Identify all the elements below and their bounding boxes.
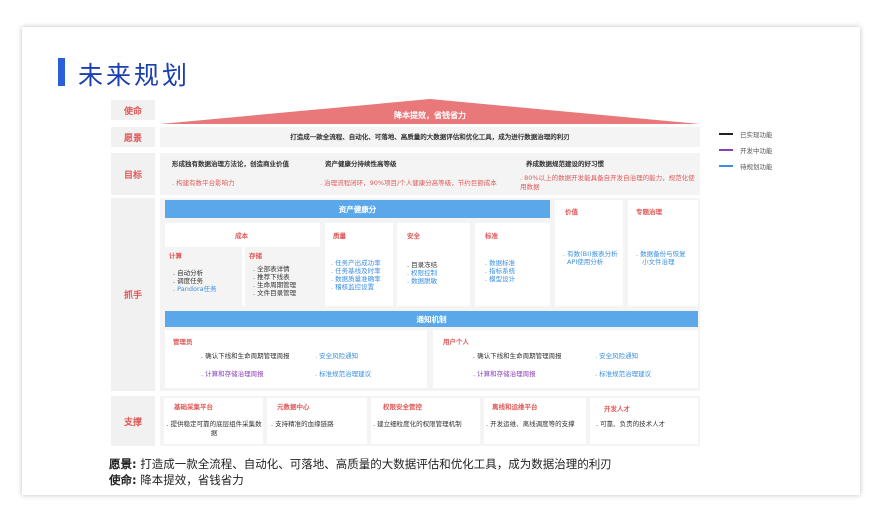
label-support: 支撑 [111,396,155,446]
security-item-3: . 数据脱敏 [407,277,438,285]
compute-item-1: . 自动分析 [173,269,204,277]
support-card-3: 权限安全管控 . 建立细粒度化的权限管理机制 [371,398,480,444]
topic-item-2: 小文件治理 [642,258,675,266]
notify-user-panel: 用户个人 . 确认下线和生命周期管理周报 . 安全风险通知 . 计算和存储治理周… [433,330,698,388]
quality-item-3: . 数据质量准确率 [331,275,381,283]
page-title: 未来规划 [78,61,191,90]
support-card-1: 基础采集平台 . 提供稳定可靠的底层组件采集数据 [164,398,263,444]
support-card-2: 元数据中心 . 支持精准的血缘链路 [267,398,367,444]
storage-item-4: . 文件目录管理 [253,289,297,297]
footer-vision-text: 打造成一款全流程、自动化、可落地、高质量的大数据评估和优化工具，成为数据治理的利… [140,457,612,471]
quality-item-4: . 稽核监控设置 [331,283,375,291]
notify-user-row2-right: . 标准规范治理建议 [595,370,652,378]
value-item-1: . 有数(BI)报表分析 [563,250,618,258]
notify-admin-title: 管理员 [173,338,193,346]
label-vision: 愿景 [111,127,155,147]
goal-1-title: 形成独有数据治理方法论，创造商业价值 [172,160,289,168]
storage-item-3: . 生命周期管理 [253,281,297,289]
legend-dev: 开发中功能 [740,147,773,155]
support-card-5: 开发人才 . 可靠、负责的技术人才 [590,398,698,444]
label-mission: 使命 [111,100,155,120]
quality-title: 质量 [333,232,346,240]
cost-title: 成本 [235,232,248,240]
quality-item-1: . 任务产出成功率 [331,259,381,267]
notify-bar: 通知机制 [165,311,698,327]
legend-done: 已实现功能 [740,131,773,139]
support-3-title: 权限安全管控 [383,403,422,411]
legend-plan: 待规划功能 [740,163,773,171]
mission-banner-text: 降本提效，省钱省力 [394,111,466,120]
storage-box: 存储 . 全部表详情 . 推荐下线表 . 生命周期管理 . 文件目录管理 [245,247,320,306]
compute-title: 计算 [169,252,182,260]
goal-1-bullet: . 构建有数平台影响力 [172,179,235,187]
topic-item-1: . 数据备份与恢复 [636,250,686,258]
quality-item-2: . 任务基线及时率 [331,267,381,275]
standard-item-2: . 指标系统 [485,267,516,275]
goal-3-title: 养成数据规范建设的好习惯 [526,160,604,168]
quality-panel: 质量 . 任务产出成功率 . 任务基线及时率 . 数据质量准确率 . 稽核监控设… [325,223,393,306]
support-1-title: 基础采集平台 [174,403,213,411]
value-panel: 价值 . 有数(BI)报表分析 API使用分析 [555,200,623,306]
legend-line-dev [719,149,733,151]
asset-health-bar: 资产健康分 [165,200,550,218]
standard-panel: 标准 . 数据标准 . 指标系统 . 模型设计 [475,223,550,306]
vision-box: 打造成一款全流程、自动化、可落地、高质量的大数据评估和优化工具，成为进行数据治理… [160,127,700,147]
legend-line-done [719,133,733,135]
notify-admin-row2-right: . 标准规范治理建议 [315,370,372,378]
footer-mission-label: 使命: [109,473,137,487]
support-3-desc: . 建立细粒度化的权限管理机制 [373,420,462,428]
footer-mission-text: 降本提效，省钱省力 [140,473,244,487]
storage-item-1: . 全部表详情 [253,265,290,273]
goal-3-bullet: . 80%以上的数据开发能具备自开发自治理的能力，规范化使用数据 [520,174,695,191]
support-1-desc: . 提供稳定可靠的底层组件采集数据 [166,420,262,437]
goal-2-bullet: . 治理流程闭环，90%项目/个人健康分高等级，节约巨额成本 [320,179,497,187]
security-title: 安全 [407,232,420,240]
value-title: 价值 [565,208,578,216]
support-5-title: 开发人才 [604,405,630,413]
standard-item-1: . 数据标准 [485,259,516,267]
topic-panel: 专题治理 . 数据备份与恢复 小文件治理 [628,200,698,306]
value-item-2: API使用分析 [567,258,604,266]
support-4-desc: . 开发运维、离线调度等的支撑 [486,420,575,428]
support-5-desc: . 可靠、负责的技术人才 [596,420,666,428]
security-item-2: . 权限控制 [407,269,438,277]
standard-item-3: . 模型设计 [485,275,516,283]
goals-box: 形成独有数据治理方法论，创造商业价值 . 构建有数平台影响力 资产健康分持续性高… [160,153,700,195]
notify-admin-row1-left: . 确认下线和生命周期管理周报 [201,352,290,360]
notify-user-row1-right: . 安全风险通知 [595,352,639,360]
notify-user-title: 用户个人 [443,338,469,346]
vision-text: 打造成一款全流程、自动化、可落地、高质量的大数据评估和优化工具，成为进行数据治理… [290,132,570,141]
security-item-1: . 目录冻结 [407,261,438,269]
footer-vision-label: 愿景: [109,457,137,471]
support-card-4: 离线和运维平台 . 开发运维、离线调度等的支撑 [484,398,586,444]
mission-banner [160,99,700,124]
topic-title: 专题治理 [636,208,662,216]
compute-box: 计算 . 自动分析 . 调度任务 . Pandora任务 [165,247,242,306]
title-accent-bar [58,58,65,86]
security-panel: 安全 . 目录冻结 . 权限控制 . 数据脱敏 [397,223,470,306]
label-grip: 抓手 [111,198,155,391]
notify-admin-row2-left: . 计算和存储治理周报 [201,370,264,378]
notify-user-row2-left: . 计算和存储治理周报 [473,370,536,378]
notify-admin-row1-right: . 安全风险通知 [315,352,359,360]
label-goal: 目标 [111,153,155,195]
footer-mission: 使命: 降本提效，省钱省力 [109,472,244,488]
notify-admin-panel: 管理员 . 确认下线和生命周期管理周报 . 安全风险通知 . 计算和存储治理周报… [165,330,427,388]
goal-2-title: 资产健康分持续性高等级 [325,160,397,168]
compute-item-3: . Pandora任务 [173,285,217,293]
notify-user-row1-left: . 确认下线和生命周期管理周报 [473,352,562,360]
footer-vision: 愿景: 打造成一款全流程、自动化、可落地、高质量的大数据评估和优化工具，成为数据… [109,456,612,472]
standard-title: 标准 [485,232,498,240]
legend-line-plan [719,165,733,167]
storage-item-2: . 推荐下线表 [253,273,290,281]
support-2-title: 元数据中心 [277,403,310,411]
storage-title: 存储 [249,252,262,260]
compute-item-2: . 调度任务 [173,277,204,285]
cost-panel: 成本 计算 . 自动分析 . 调度任务 . Pandora任务 存储 . 全部表… [165,223,320,306]
support-2-desc: . 支持精准的血缘链路 [271,420,334,428]
support-4-title: 离线和运维平台 [492,403,538,411]
